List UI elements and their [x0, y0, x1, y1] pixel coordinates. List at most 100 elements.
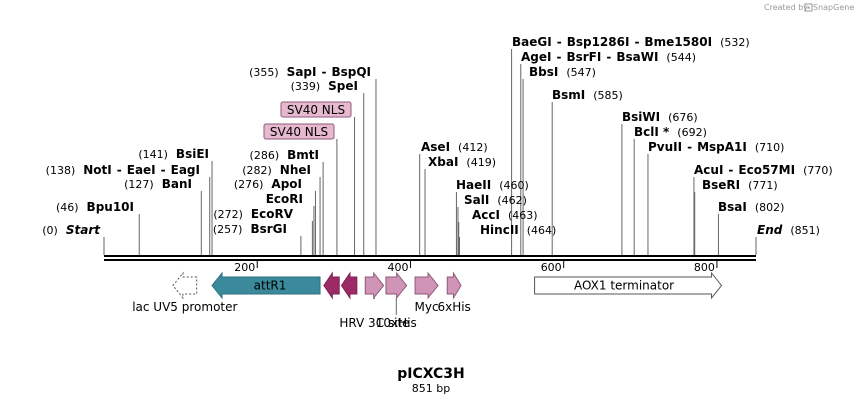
site-part: - — [161, 163, 166, 177]
site-part: (770) — [803, 164, 833, 177]
site-label[interactable]: (257)BsrGI — [213, 222, 287, 236]
site-part: BsrGI — [250, 222, 287, 236]
nls-label: SV40 NLS — [287, 103, 345, 117]
ruler-label: 800 — [694, 261, 715, 274]
snapgene-logo-icon — [804, 3, 813, 12]
feature-myc[interactable] — [414, 271, 439, 300]
site-part: AseI — [421, 140, 450, 154]
site-label[interactable]: (355)SapI-BspQI — [249, 65, 371, 79]
site-part: (710) — [755, 141, 785, 154]
site-part: (286) — [250, 149, 280, 162]
site-label[interactable]: HincII(464) — [480, 223, 556, 237]
site-label[interactable]: BseRI(771) — [702, 178, 778, 192]
site-part: End — [757, 223, 783, 237]
feature-6xhis[interactable] — [446, 271, 462, 300]
site-part: - — [634, 35, 639, 49]
site-part: EcoRI — [266, 192, 303, 206]
site-label[interactable]: End (851) — [757, 223, 820, 237]
site-part: HincII — [480, 223, 519, 237]
site-part: EagI — [171, 163, 200, 177]
site-label[interactable]: SalI(462) — [464, 193, 527, 207]
site-part: NheI — [280, 163, 311, 177]
site-label[interactable]: BsiWI(676) — [622, 110, 698, 124]
site-part: SpeI — [328, 79, 358, 93]
site-part: (419) — [466, 156, 496, 169]
site-part: MspA1I — [697, 140, 747, 154]
site-part: BspQI — [331, 65, 371, 79]
site-part: - — [687, 140, 692, 154]
site-label[interactable]: (46) Bpu10I — [56, 200, 134, 214]
site-part: (412) — [458, 141, 488, 154]
site-part: Bsp1286I — [567, 35, 630, 49]
site-part: - — [321, 65, 326, 79]
feature-sv40-nls-b[interactable] — [340, 271, 358, 300]
site-labels: (0)Start (46) Bpu10I (127)BanI(138)NotI-Eae… — [42, 35, 832, 237]
ruler-label: 400 — [387, 261, 408, 274]
feature-aox1-terminator[interactable] — [534, 271, 723, 300]
site-label[interactable]: (127)BanI — [124, 177, 192, 191]
feature-label: 6xHis — [437, 300, 470, 314]
feature-label: attR1 — [254, 279, 287, 293]
site-part: BsrFI — [566, 50, 601, 64]
site-label[interactable]: (339)SpeI — [291, 79, 358, 93]
site-part: AccI — [472, 208, 500, 222]
nls-box[interactable] — [263, 123, 335, 140]
site-part: (851) — [790, 224, 820, 237]
site-label[interactable]: (272)EcoRV — [213, 207, 293, 221]
site-part: BclI * — [634, 125, 670, 139]
plasmid-name: pICXC3H — [397, 366, 465, 382]
ruler-label: 200 — [234, 261, 255, 274]
feature-lac-uv5-promoter[interactable] — [172, 271, 198, 300]
site-part: (282) — [242, 164, 272, 177]
site-label[interactable]: AcuI-Eco57MI(770) — [694, 163, 833, 177]
site-label[interactable]: AgeI-BsrFI-BsaWI(544) — [521, 50, 696, 64]
site-part: (460) — [499, 179, 529, 192]
site-part: BsmI — [552, 88, 585, 102]
site-part: (462) — [497, 194, 527, 207]
site-part: (141) — [138, 148, 168, 161]
site-part: BmtI — [287, 148, 319, 162]
feature-sv40-nls-a[interactable] — [323, 271, 340, 300]
site-part: PvuII — [648, 140, 682, 154]
site-label[interactable]: PvuII-MspA1I (710) — [648, 140, 784, 154]
site-part: Bpu10I — [87, 200, 134, 214]
site-part: - — [556, 50, 561, 64]
site-part: (276) — [234, 178, 264, 191]
site-label[interactable]: (286) BmtI — [250, 148, 319, 162]
site-part: (46) — [56, 201, 79, 214]
site-part: BsaWI — [616, 50, 658, 64]
feature-hrv-3c-site[interactable] — [364, 271, 385, 300]
site-part: - — [606, 50, 611, 64]
feature-10xhis[interactable] — [385, 271, 408, 300]
site-label[interactable]: BsmI(585) — [552, 88, 623, 102]
site-label[interactable]: (138)NotI-EaeI-EagI — [46, 163, 200, 177]
site-label[interactable]: (276)ApoI — [234, 177, 302, 191]
site-label[interactable]: (0)Start — [42, 223, 101, 237]
site-label[interactable]: (282) NheI — [242, 163, 311, 177]
site-label[interactable]: BsaI(802) — [718, 200, 784, 214]
site-part: (544) — [666, 51, 696, 64]
nls-box[interactable] — [280, 101, 352, 118]
site-label[interactable]: AseI (412) — [421, 140, 488, 154]
site-part: BsaI — [718, 200, 747, 214]
site-lines — [103, 49, 757, 255]
site-label[interactable]: EcoRI — [266, 192, 303, 206]
site-label[interactable]: BbsI(547) — [529, 65, 596, 79]
site-part: Eco57MI — [738, 163, 795, 177]
site-part: (355) — [249, 66, 279, 79]
feature-attr1[interactable] — [211, 271, 321, 300]
site-part: XbaI — [428, 155, 458, 169]
nls-label: SV40 NLS — [270, 125, 328, 139]
site-label[interactable]: BclI *(692) — [634, 125, 707, 139]
site-part: - — [728, 163, 733, 177]
site-label[interactable]: AccI(463) — [472, 208, 538, 222]
nls-boxes: SV40 NLS SV40 NLS — [263, 101, 356, 255]
site-part: (676) — [668, 111, 698, 124]
site-label[interactable]: BaeGI-Bsp1286I-Bme1580I(532) — [512, 35, 750, 49]
site-part: (272) — [213, 208, 243, 221]
site-part: BaeGI — [512, 35, 552, 49]
site-label[interactable]: XbaI (419) — [428, 155, 496, 169]
site-label[interactable]: HaeII(460) — [456, 178, 529, 192]
site-label[interactable]: (141)BsiEI — [138, 147, 209, 161]
